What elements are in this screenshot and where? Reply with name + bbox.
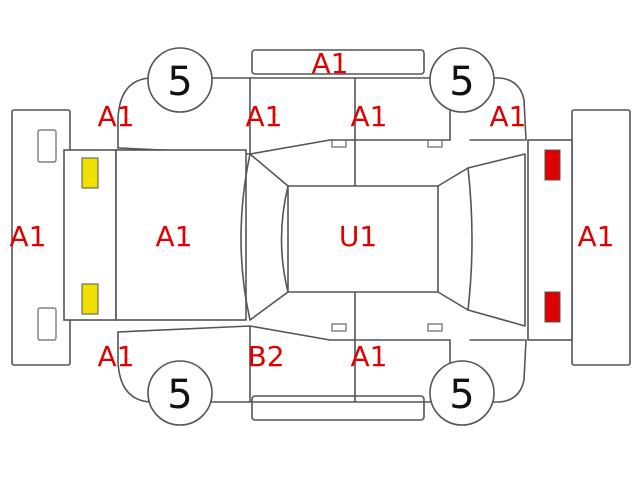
code-rear-bumper: A1 bbox=[578, 220, 615, 253]
code-front-fender-left: A1 bbox=[98, 100, 135, 133]
wheel-front-left bbox=[147, 47, 213, 113]
tire-front-right-value: 5 bbox=[167, 372, 192, 418]
code-rear-fender-left: A1 bbox=[490, 100, 527, 133]
tire-rear-right-value: 5 bbox=[449, 372, 474, 418]
code-roof-rail-top: A1 bbox=[312, 47, 349, 80]
front-lamp-top bbox=[81, 157, 99, 189]
side-skirt-bottom bbox=[251, 395, 425, 421]
front-lamp-bottom bbox=[81, 283, 99, 315]
tire-front-left-value: 5 bbox=[167, 59, 192, 105]
rear-lamp-top bbox=[544, 149, 561, 181]
roof-rail-top bbox=[251, 49, 425, 75]
wheel-rear-left bbox=[429, 47, 495, 113]
code-rear-door-left: A1 bbox=[351, 100, 388, 133]
code-rear-door-right: A1 bbox=[351, 340, 388, 373]
rear-lamp-bottom bbox=[544, 291, 561, 323]
code-hood: A1 bbox=[156, 220, 193, 253]
code-front-bumper: A1 bbox=[10, 220, 47, 253]
code-front-door-right: B2 bbox=[247, 340, 284, 373]
code-front-fender-right: A1 bbox=[98, 340, 135, 373]
tire-rear-left-value: 5 bbox=[449, 59, 474, 105]
wheel-rear-right bbox=[429, 360, 495, 426]
code-front-door-left: A1 bbox=[246, 100, 283, 133]
wheel-front-right bbox=[147, 360, 213, 426]
code-roof: U1 bbox=[339, 220, 377, 253]
